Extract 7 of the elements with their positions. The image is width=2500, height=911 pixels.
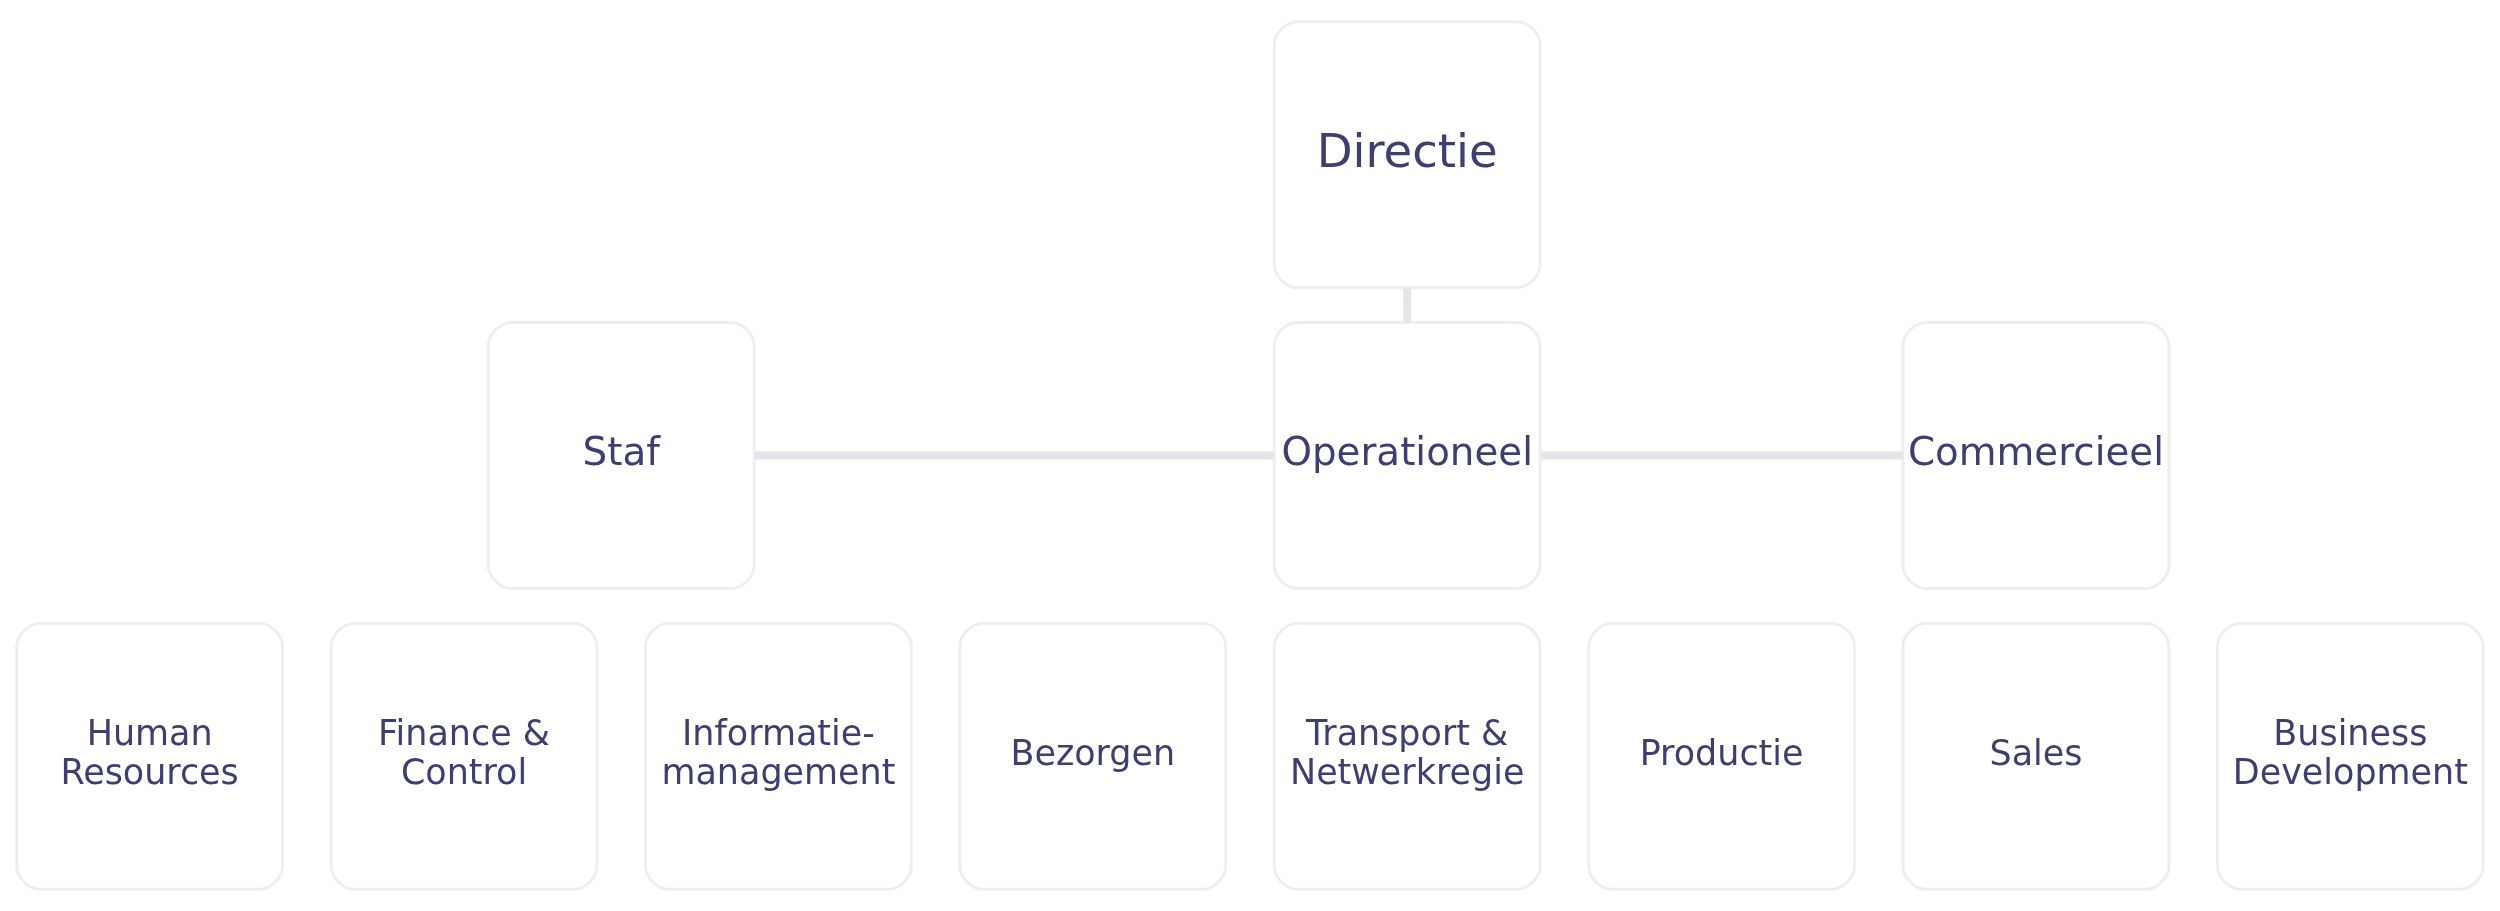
connector — [1403, 287, 1412, 323]
node-box: Directie — [1272, 20, 1542, 290]
connector — [754, 451, 1275, 460]
node-box: Commercieel — [1901, 321, 2171, 590]
node-box: Staf — [486, 321, 756, 590]
node-box: Operationeel — [1272, 321, 1542, 590]
connector — [1540, 451, 1903, 460]
